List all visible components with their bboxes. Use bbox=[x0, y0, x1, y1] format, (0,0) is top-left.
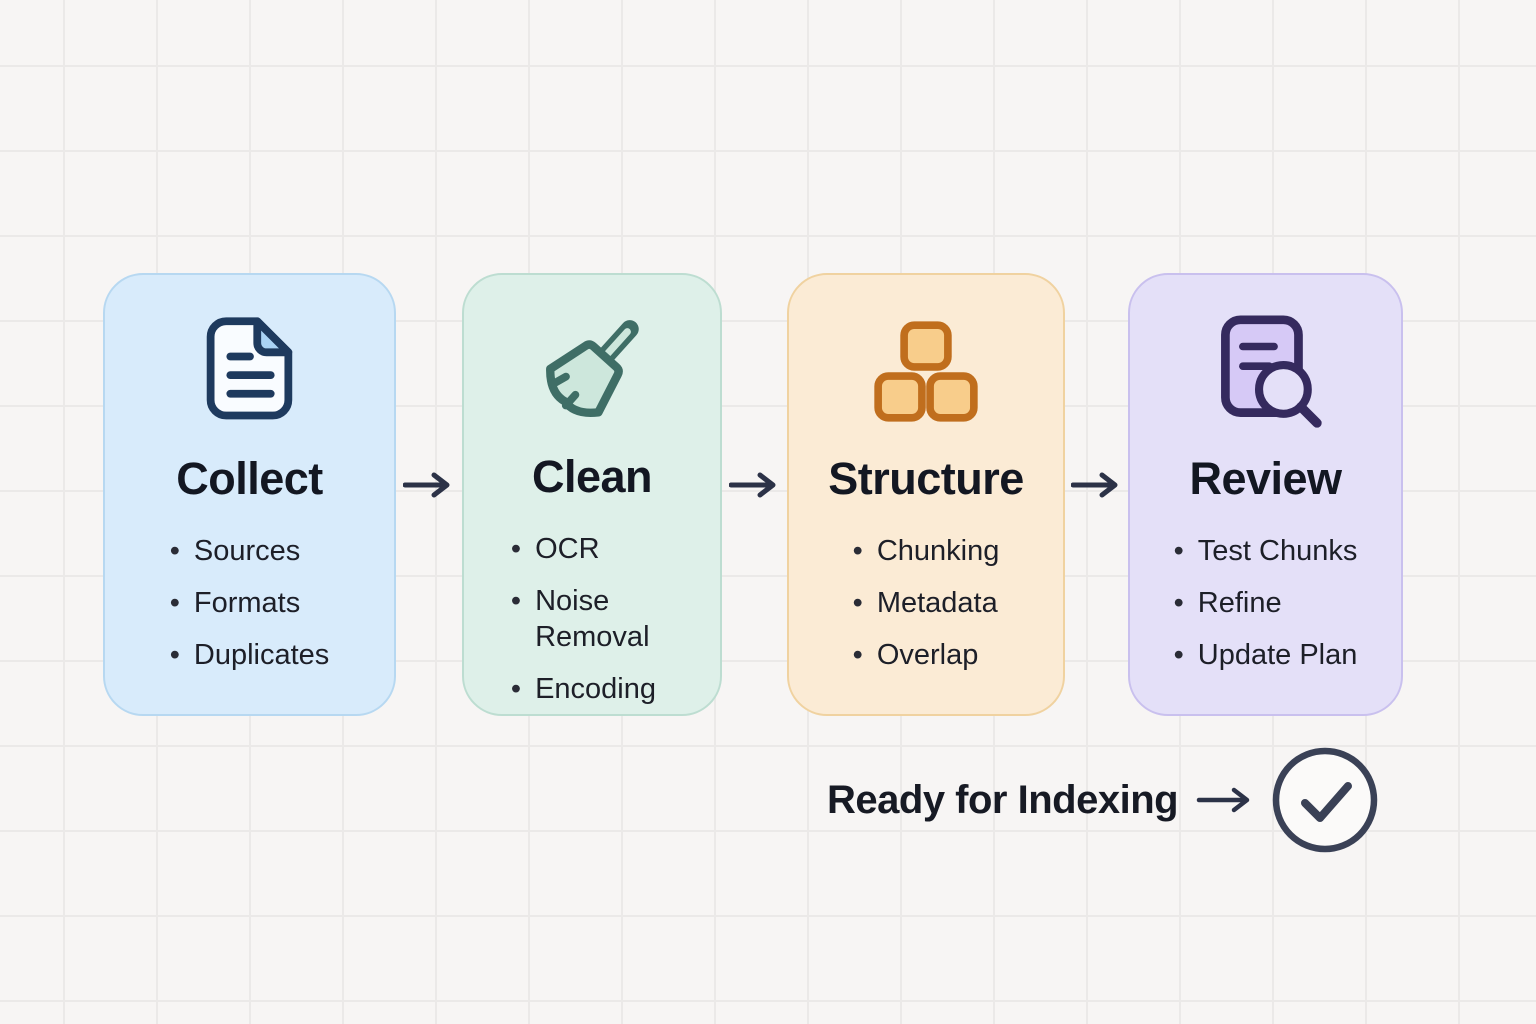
footer-label: Ready for Indexing bbox=[827, 777, 1179, 822]
card-collect: Collect Sources Formats Duplicates bbox=[103, 273, 396, 716]
card-clean: Clean OCR Noise Removal Encoding bbox=[462, 273, 722, 716]
pipeline-flow: Collect Sources Formats Duplicates bbox=[103, 273, 1403, 716]
list-item: Test Chunks bbox=[1174, 533, 1358, 569]
list-item: Overlap bbox=[853, 637, 1000, 673]
list-item: Update Plan bbox=[1174, 637, 1358, 673]
card-title: Collect bbox=[176, 453, 323, 504]
card-item-list: Test Chunks Refine Update Plan bbox=[1174, 533, 1358, 689]
check-circle-icon bbox=[1272, 747, 1378, 853]
blocks-icon bbox=[870, 311, 982, 433]
card-item-list: Chunking Metadata Overlap bbox=[853, 533, 1000, 689]
document-search-icon bbox=[1208, 311, 1324, 433]
card-title: Structure bbox=[828, 453, 1024, 504]
broom-icon bbox=[532, 311, 652, 431]
list-item: Sources bbox=[170, 533, 330, 569]
list-item: Encoding bbox=[511, 671, 673, 707]
list-item: OCR bbox=[511, 531, 673, 567]
arrow-right-icon bbox=[722, 472, 787, 498]
list-item: Formats bbox=[170, 585, 330, 621]
list-item: Noise Removal bbox=[511, 583, 673, 655]
arrow-right-icon bbox=[1196, 786, 1254, 814]
list-item: Metadata bbox=[853, 585, 1000, 621]
card-review: Review Test Chunks Refine Update Plan bbox=[1128, 273, 1403, 716]
arrow-right-icon bbox=[1065, 472, 1128, 498]
card-title: Clean bbox=[531, 451, 653, 502]
list-item: Refine bbox=[1174, 585, 1358, 621]
card-title: Review bbox=[1189, 453, 1342, 504]
arrow-right-icon bbox=[396, 472, 462, 498]
footer-status: Ready for Indexing bbox=[827, 747, 1378, 853]
document-icon bbox=[198, 311, 302, 433]
card-item-list: Sources Formats Duplicates bbox=[170, 533, 330, 689]
card-structure: Structure Chunking Metadata Overlap bbox=[787, 273, 1065, 716]
list-item: Duplicates bbox=[170, 637, 329, 673]
list-item: Chunking bbox=[853, 533, 1000, 569]
card-item-list: OCR Noise Removal Encoding bbox=[511, 531, 673, 723]
